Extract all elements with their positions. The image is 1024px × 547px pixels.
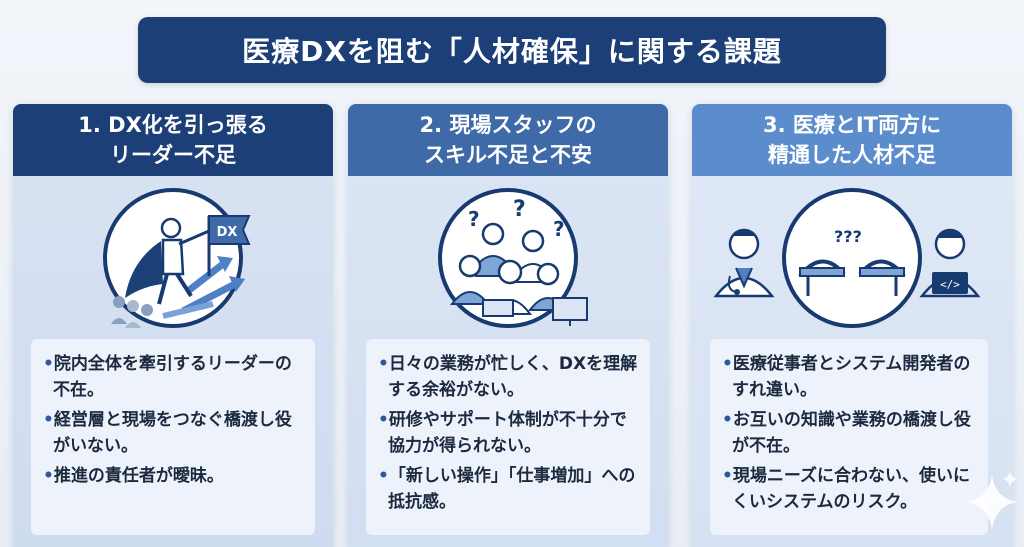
card-header-line1: 2. 現場スタッフの [419,113,597,137]
card-header: 2. 現場スタッフの スキル不足と不安 [348,104,668,176]
bullet-list: •日々の業務が忙しく、DXを理解する余裕がない。 •研修やサポート体制が不十分で… [366,339,650,535]
list-item: •推進の責任者が曖昧。 [43,466,224,486]
card-header-line2: 精通した人材不足 [768,143,936,167]
flag-label: DX [217,225,238,240]
list-item: •お互いの知識や業務の橋渡し役が不在。 [722,410,971,456]
bullet-list: •医療従事者とシステム開発者のすれ違い。 •お互いの知識や業務の橋渡し役が不在。… [710,339,988,535]
bridge-illustration: ??? </> [692,186,1012,416]
svg-text:?: ? [513,197,526,222]
card-header-line1: 1. DX化を引っ張る [78,113,268,137]
svg-text:</>: </> [940,278,960,291]
svg-text:?: ? [468,207,480,231]
card-staff-skill: 2. 現場スタッフの スキル不足と不安 ? ? ? [348,104,668,547]
card-header-line1: 3. 医療とIT両方に [762,113,942,137]
broken-bridge-icon: ??? </> [713,188,981,328]
leader-illustration: DX [13,186,333,416]
leader-with-flag-icon: DX [103,188,251,328]
list-item: •研修やサポート体制が不十分で協力が得られない。 [378,410,627,456]
card-header: 3. 医療とIT両方に 精通した人材不足 [692,104,1012,176]
card-header-line2: スキル不足と不安 [424,143,592,167]
sparkle-icon [967,470,1018,530]
card-header-line2: リーダー不足 [110,143,236,167]
svg-text:???: ??? [834,227,862,246]
staff-illustration: ? ? ? [348,186,668,416]
card-leader-shortage: 1. DX化を引っ張る リーダー不足 DX [13,104,333,547]
bullet-list: •院内全体を牽引するリーダーの不在。 •経営層と現場をつなぐ橋渡し役がいない。 … [31,339,315,535]
list-item: •日々の業務が忙しく、DXを理解する余裕がない。 [378,354,638,400]
list-item: •医療従事者とシステム開発者のすれ違い。 [722,354,971,400]
list-item: •現場ニーズに合わない、使いにくいシステムのリスク。 [722,466,971,512]
list-item: •院内全体を牽引するリーダーの不在。 [43,354,292,400]
page-title: 医療DXを阻む「人材確保」に関する課題 [138,17,886,83]
list-item: •経営層と現場をつなぐ橋渡し役がいない。 [43,410,292,456]
confused-staff-icon: ? ? ? [438,188,588,328]
list-item: •「新しい操作」「仕事増加」への抵抗感。 [378,466,636,512]
card-it-medical-talent: 3. 医療とIT両方に 精通した人材不足 ??? [692,104,1012,547]
card-header: 1. DX化を引っ張る リーダー不足 [13,104,333,176]
svg-text:?: ? [553,217,565,241]
